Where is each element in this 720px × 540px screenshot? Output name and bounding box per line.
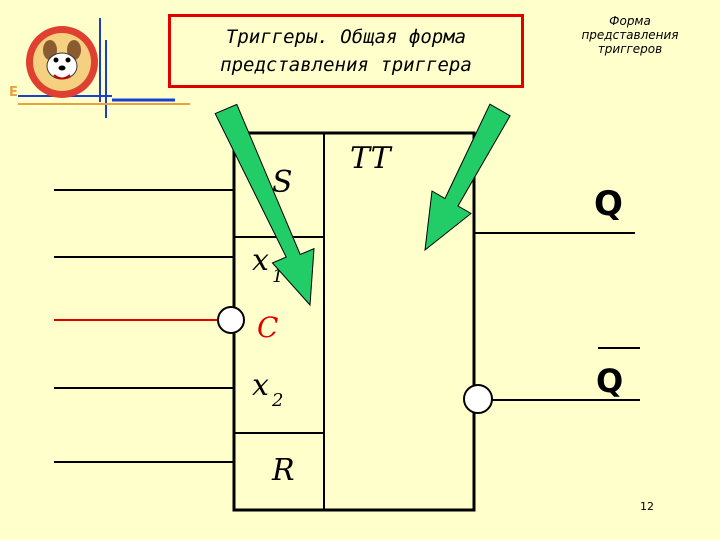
corner-note: Форма представления триггеров bbox=[560, 14, 700, 56]
logo: E bbox=[9, 18, 190, 118]
label-s: S bbox=[272, 165, 293, 200]
title-line-1: Триггеры. Общая форма bbox=[225, 26, 467, 48]
title-box: Триггеры. Общая форма представления триг… bbox=[168, 14, 524, 88]
page-number: 12 bbox=[640, 500, 654, 513]
corner-note-line-3: триггеров bbox=[597, 42, 663, 56]
label-c: C bbox=[257, 311, 278, 344]
c-inversion-circle bbox=[217, 306, 245, 334]
logo-letter: E bbox=[9, 85, 18, 100]
arrow-to-block-icon bbox=[424, 103, 511, 252]
label-x2: x bbox=[252, 368, 269, 403]
q-inversion-circle bbox=[463, 384, 493, 414]
corner-note-line-1: Форма bbox=[609, 14, 651, 28]
block-label: TT bbox=[350, 141, 393, 176]
label-x1-subscript: 1 bbox=[272, 266, 283, 287]
arrow-to-c-icon bbox=[214, 103, 315, 307]
label-x2-subscript: 2 bbox=[271, 390, 283, 411]
corner-note-line-2: представления bbox=[581, 28, 679, 42]
label-q-inverted: Q bbox=[596, 362, 623, 400]
label-q: Q bbox=[594, 184, 623, 224]
title-line-2: представления триггера bbox=[220, 54, 472, 76]
label-r: R bbox=[271, 453, 295, 488]
label-x1: x bbox=[252, 243, 269, 278]
